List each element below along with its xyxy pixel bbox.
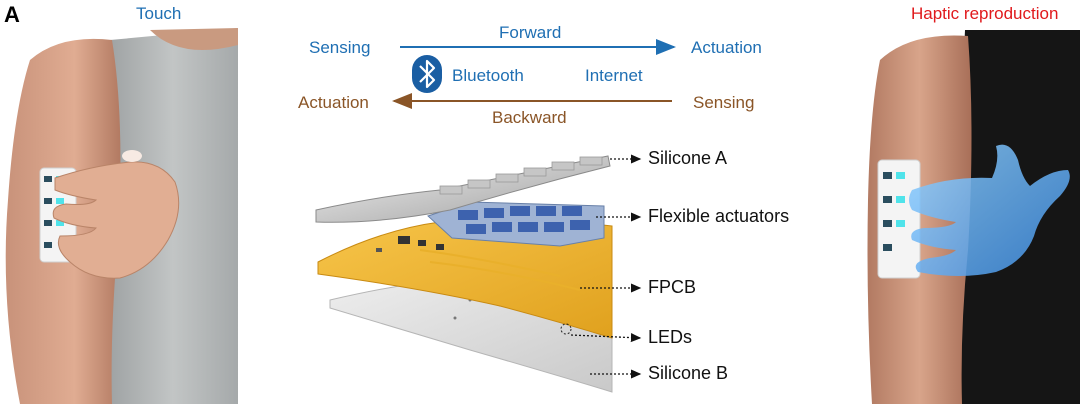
layer-label-silicone-b: Silicone B	[648, 363, 729, 383]
backward-from-label: Sensing	[693, 93, 755, 112]
backward-to-label: Actuation	[298, 93, 369, 112]
virtual-ghost-hand	[909, 144, 1070, 276]
left-panel-title: Touch	[136, 4, 182, 23]
fpcb-layer	[317, 219, 613, 339]
layer-label-fpcb: FPCB	[648, 277, 697, 297]
layer-label-actuators: Flexible actuators	[648, 206, 790, 226]
bluetooth-label: Bluetooth	[452, 66, 524, 85]
layer-label-silicone-a: Silicone A	[648, 148, 728, 168]
layer-label-leds: LEDs	[648, 327, 693, 347]
right-photo	[867, 30, 1080, 404]
leader-leds	[570, 333, 642, 343]
bluetooth-icon	[412, 55, 442, 93]
actuators-layer	[427, 201, 605, 247]
backward-label: Backward	[492, 108, 567, 127]
right-actuator-patch	[877, 159, 921, 279]
forward-to-label: Actuation	[691, 38, 762, 57]
panel-letter: A	[4, 2, 20, 27]
forward-label: Forward	[499, 23, 562, 42]
silicone-a-layer	[315, 155, 611, 223]
touching-hand	[52, 150, 180, 279]
left-photo	[0, 28, 238, 404]
forward-from-label: Sensing	[309, 38, 371, 57]
right-panel-title: Haptic reproduction	[911, 4, 1059, 23]
internet-label: Internet	[585, 66, 643, 85]
